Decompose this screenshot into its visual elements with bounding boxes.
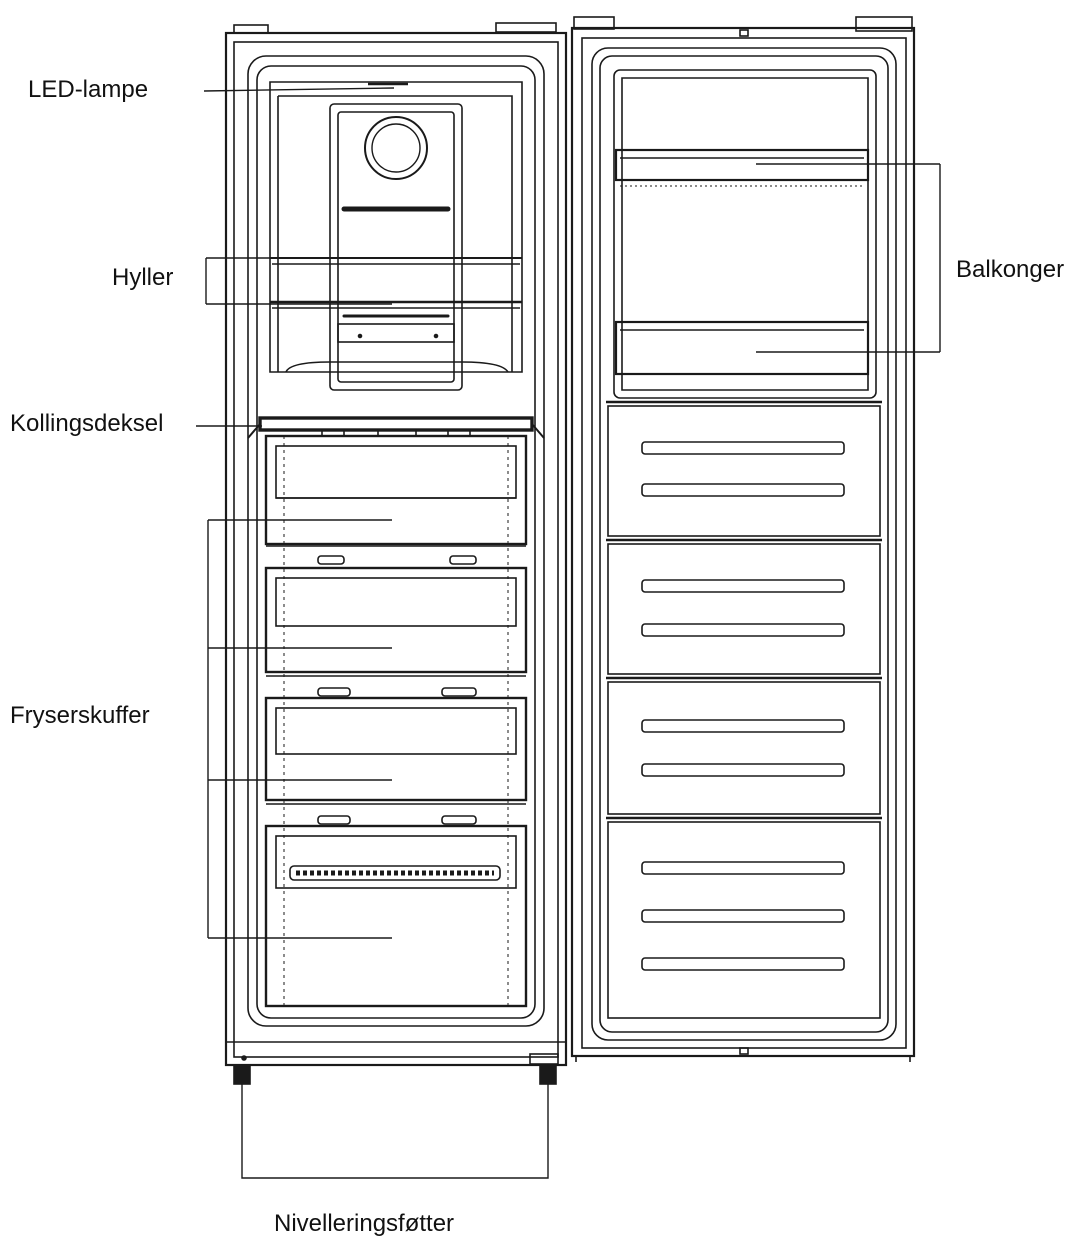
callout-freezer-drawers xyxy=(207,519,392,939)
shelf-upper xyxy=(270,257,522,265)
door xyxy=(570,16,916,1062)
freezer-drawer-2 xyxy=(264,555,528,677)
label-leveling-feet: Nivelleringsføtter xyxy=(274,1210,455,1237)
shelf-lower xyxy=(270,300,522,309)
door-drawer-panel-3 xyxy=(606,676,882,815)
door-drawer-panel-1 xyxy=(606,400,882,537)
door-drawer-panel-2 xyxy=(606,538,882,675)
door-balcony-upper xyxy=(614,148,870,187)
label-cooling-cover: Kollingsdeksel xyxy=(10,410,164,437)
callout-leveling-feet xyxy=(241,1084,549,1179)
leveling-foot-right xyxy=(529,1053,559,1085)
leveling-foot-left xyxy=(233,1065,251,1085)
callout-shelves xyxy=(205,257,512,305)
fan-cover xyxy=(329,103,463,391)
cabinet xyxy=(224,22,568,1067)
callout-balconies xyxy=(756,163,941,353)
callout-led-lamp xyxy=(203,87,395,92)
door-balcony-lower xyxy=(614,320,870,376)
label-led-lamp: LED-lampe xyxy=(28,76,149,103)
cooling-cover xyxy=(247,416,545,439)
door-drawer-panel-4 xyxy=(606,816,882,1019)
freezer-drawer-1 xyxy=(264,434,528,547)
freezer-drawer-4 xyxy=(264,815,528,1008)
label-freezer-drawers: Fryserskuffer xyxy=(10,702,150,729)
label-shelves: Hyller xyxy=(112,264,174,291)
freezer-drawer-3 xyxy=(264,687,528,805)
label-balconies: Balkonger xyxy=(956,256,1065,283)
